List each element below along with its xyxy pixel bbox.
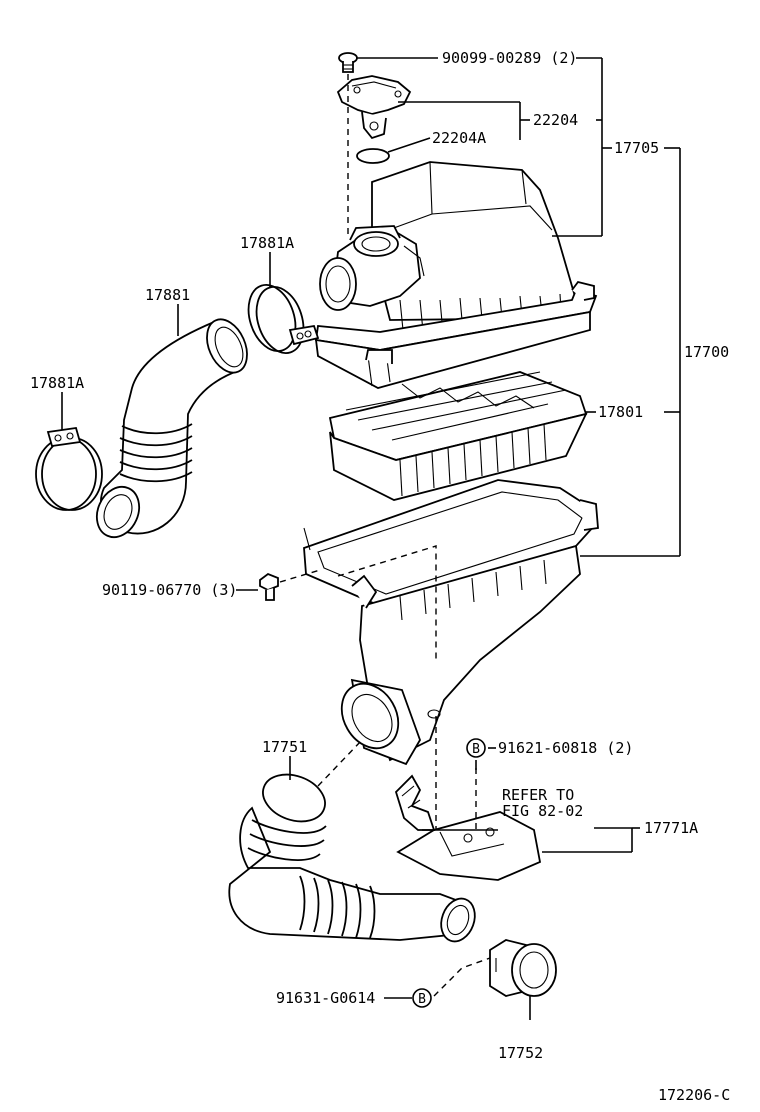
label-element: 17801 [598, 403, 643, 421]
sensor-part [336, 75, 412, 140]
svg-text:B: B [418, 992, 426, 1007]
label-clamp-upper: 17881A [240, 234, 294, 252]
label-screw-top: 90099-00289 (2) [442, 49, 577, 67]
label-refer-line2: FIG 82-02 [502, 802, 583, 820]
case-bolt-part [259, 572, 279, 601]
screw-top-part [338, 52, 358, 73]
assembly-line-grommet [433, 957, 491, 997]
upper-clamp-part [247, 284, 320, 354]
filter-element-part [328, 371, 588, 501]
assembly-line-hose [317, 739, 363, 787]
bracket-part [394, 774, 542, 881]
grommet-part [489, 939, 557, 997]
leader-lines [61, 57, 681, 1020]
svg-text:B: B [472, 742, 480, 757]
sensor-gasket-part [356, 148, 390, 164]
lower-case-part [303, 479, 599, 766]
b-marker-upper: B [466, 738, 486, 758]
label-bolt-case: 90119-06770 (3) [102, 581, 237, 599]
label-bracket: 17771A [644, 819, 698, 837]
label-bolt-bracket: 91621-60818 (2) [498, 739, 633, 757]
label-grommet: 17752 [498, 1044, 543, 1062]
cleaner-cap-part [314, 161, 598, 389]
label-refer-line1: REFER TO [502, 786, 574, 804]
left-clamp-part [35, 426, 103, 511]
label-cap-assy: 17705 [614, 139, 659, 157]
lower-hose-part [228, 773, 476, 943]
label-clamp-left: 17881A [30, 374, 84, 392]
label-sensor: 22204 [533, 111, 578, 129]
b-marker-lower: B [412, 988, 432, 1008]
assembly-line-bolt [279, 569, 321, 583]
label-hose-upper: 17881 [145, 286, 190, 304]
label-cleaner-assy: 17700 [684, 343, 729, 361]
diagram-id: 172206-C [658, 1086, 730, 1104]
label-sensor-gasket: 22204A [432, 129, 486, 147]
label-hose-lower: 17751 [262, 738, 307, 756]
upper-hose-part [95, 318, 248, 539]
label-bolt-grommet: 91631-G0614 [276, 989, 375, 1007]
